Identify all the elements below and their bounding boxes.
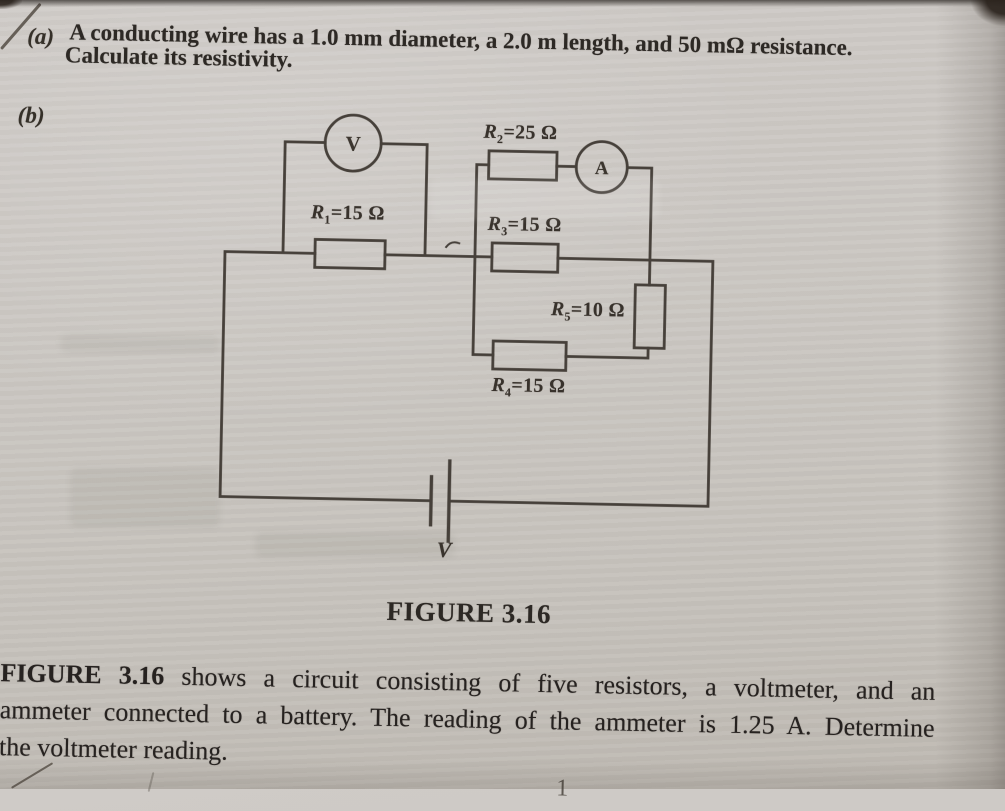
- resistor-r5-symbol: R: [550, 298, 565, 321]
- battery-long-plate: [446, 459, 452, 543]
- voltmeter-dial: [323, 113, 383, 173]
- resistor-r1-value: =15 Ω: [330, 201, 385, 225]
- ammeter-letter: A: [594, 157, 609, 180]
- battery-voltage-label: V: [436, 536, 452, 563]
- resistor-r3-symbol: R: [487, 212, 502, 236]
- resistor-r4-symbol: R: [491, 373, 506, 397]
- resistor-r5-box: [632, 283, 667, 350]
- resistor-r2-symbol: R: [483, 120, 498, 144]
- ammeter-dial: [574, 140, 629, 195]
- resistor-r2-box: [487, 149, 559, 182]
- resistor-r3-box: [490, 241, 560, 274]
- resistor-r4-box: [491, 339, 568, 372]
- figure-caption: FIGURE 3.16: [386, 595, 552, 630]
- resistor-r3-label: R3=15 Ω: [487, 213, 561, 240]
- resistor-r2-value: =25 Ω: [503, 121, 558, 145]
- battery-short-plate: [428, 475, 434, 527]
- pen-tick-mark: [444, 241, 461, 249]
- voltmeter-letter: V: [345, 131, 362, 156]
- problem-paragraph: FIGURE 3.16 shows a circuit consisting o…: [0, 654, 936, 784]
- resistor-r3-value: =15 Ω: [507, 213, 562, 237]
- circuit-wires: [218, 140, 715, 508]
- resistor-r4-label: R4=15 Ω: [491, 374, 565, 401]
- resistor-r4-value: =15 Ω: [511, 374, 566, 398]
- resistor-r5-value: =10 Ω: [570, 298, 626, 322]
- resistor-r1-box: [313, 237, 387, 271]
- resistor-r1-symbol: R: [310, 201, 325, 224]
- resistor-r1-label: R1=15 Ω: [311, 201, 385, 228]
- paragraph-figure-ref: FIGURE 3.16: [0, 658, 165, 691]
- resistor-r2-label: R2=25 Ω: [483, 121, 557, 148]
- resistor-r5-label: R5=10 Ω: [551, 298, 625, 325]
